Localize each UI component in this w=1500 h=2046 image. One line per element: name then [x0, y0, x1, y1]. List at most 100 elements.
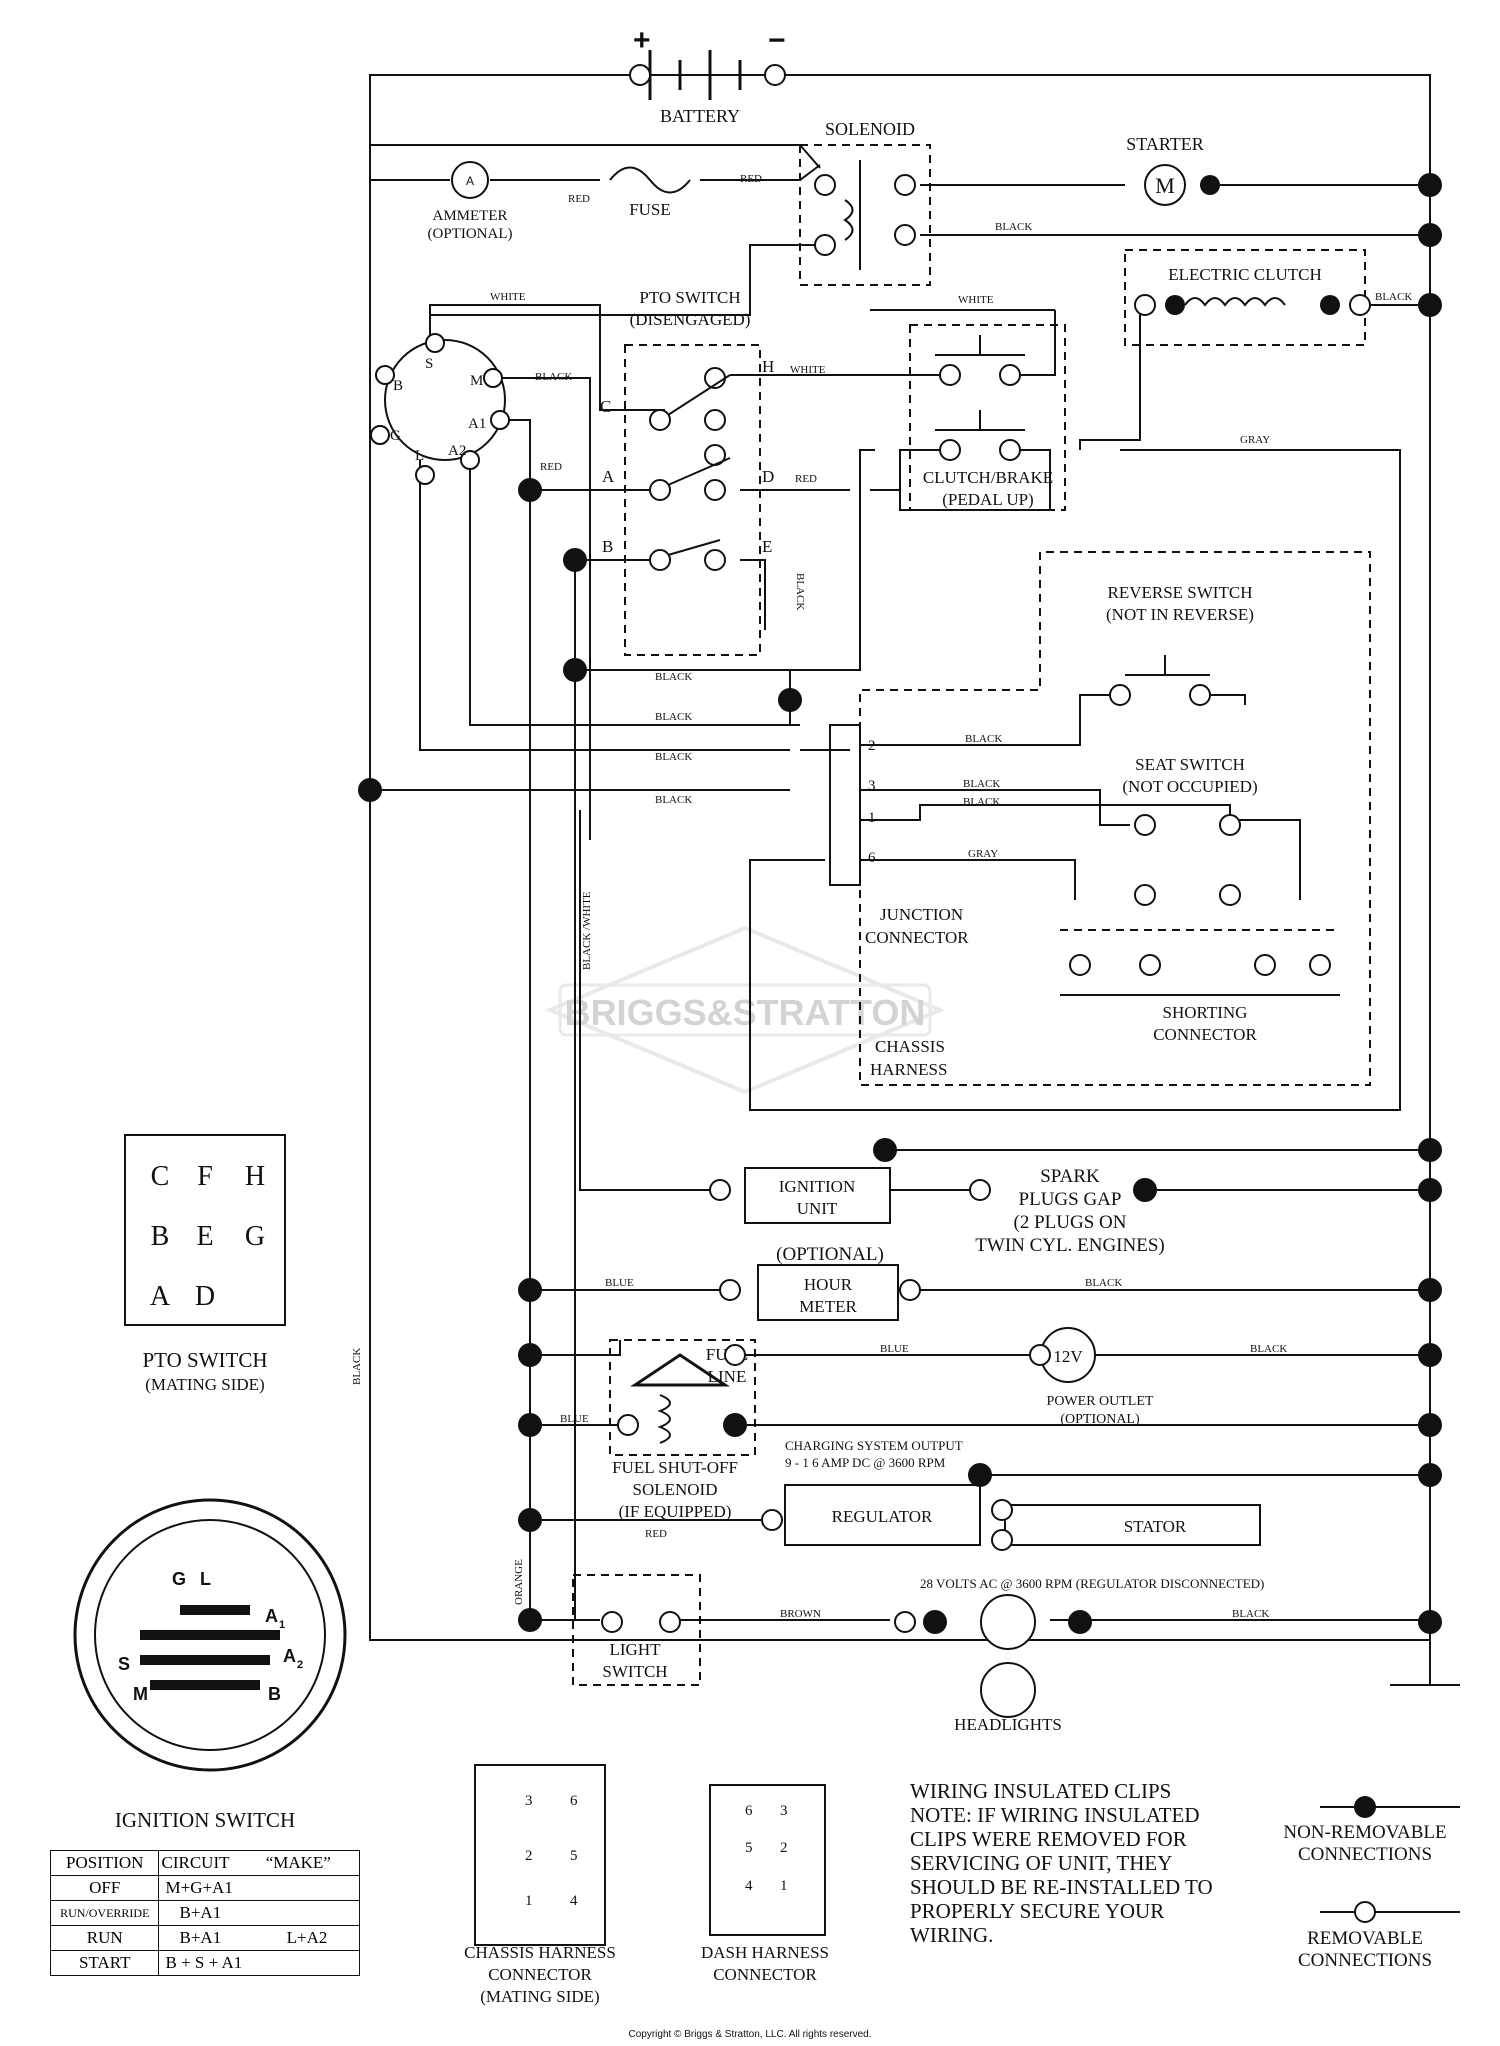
clutch-brake-contacts [935, 335, 1025, 461]
power-outlet-label: POWER OUTLET [1047, 1394, 1154, 1409]
notes-line-5: PROPERLY SECURE YOUR [910, 1899, 1164, 1923]
ac-note: 28 VOLTS AC @ 3600 RPM (REGULATOR DISCON… [920, 1576, 1264, 1591]
fuel-solenoid-box [609, 1339, 756, 1456]
chassis-connector-line1: CHASSIS HARNESS [464, 1943, 616, 1962]
legend-nonremovable-2: CONNECTIONS [1298, 1844, 1432, 1865]
watermark-text: BRIGGS&STRATTON [565, 992, 926, 1033]
battery-label: BATTERY [660, 106, 740, 126]
wl-red2: RED [740, 173, 762, 185]
dash-connector-line2: CONNECTOR [713, 1965, 817, 1984]
wl-black-j2: BLACK [965, 733, 1002, 745]
reverse-switch-contacts [1109, 655, 1211, 706]
starter-motor [1144, 164, 1186, 206]
pto-terminal-h: H [762, 357, 774, 376]
spark-line2: PLUGS GAP [1019, 1189, 1122, 1210]
notes-line-1: NOTE: IF WIRING INSULATED [910, 1803, 1200, 1827]
row-override-circuit: B+A1 [158, 1900, 360, 1926]
spark-line3: (2 PLUGS ON [1014, 1212, 1127, 1233]
pto-terminal-c: C [600, 397, 611, 416]
ign-face-a1-sub: 1 [279, 1619, 285, 1631]
row-start-circuit: B + S + A1 [158, 1950, 360, 1976]
chassis-harness-boundary [859, 551, 1371, 1086]
fuel-line-arrow-icon [630, 1353, 730, 1387]
ign-face-s: S [118, 1654, 130, 1674]
wl-red-a: RED [540, 461, 562, 473]
row-start-position: START [49, 1950, 160, 1976]
stator-box [1004, 1504, 1261, 1546]
dash-pin-6: 6 [745, 1803, 753, 1819]
junction-pin-3: 3 [868, 778, 876, 794]
ign-face-a2-sub: 2 [297, 1659, 303, 1671]
ign-terminal-l: L [415, 448, 424, 464]
chassis-pin-5: 5 [570, 1848, 578, 1864]
junction-connector-line1: JUNCTION [880, 905, 963, 924]
ign-face-g: G [172, 1569, 186, 1589]
shorting-connector [1060, 929, 1340, 996]
row-off-position: OFF [49, 1875, 160, 1901]
junction-pin-6: 6 [868, 850, 876, 866]
light-switch-box [572, 1574, 701, 1686]
shorting-connector-line1: SHORTING [1163, 1003, 1248, 1022]
ign-face-b: B [268, 1684, 281, 1704]
ignition-unit-line2: UNIT [797, 1199, 838, 1218]
dash-connector-body [709, 1784, 826, 1936]
ignition-face-letters: G L A 1 A 2 S M B [118, 1569, 303, 1704]
electric-clutch-label: ELECTRIC CLUTCH [1168, 265, 1321, 284]
solenoid-coil [814, 160, 916, 270]
wl-black-r1: BLACK [655, 671, 692, 683]
ign-terminal-m: M [470, 373, 483, 389]
hour-meter-box [757, 1264, 899, 1321]
wl-black-clutch: BLACK [1375, 291, 1412, 303]
dash-pin-1: 1 [780, 1878, 788, 1894]
pto-switch-sub: (DISENGAGED) [630, 310, 751, 329]
fuse-label: FUSE [629, 200, 671, 219]
fuel-solenoid-coil [657, 1394, 671, 1444]
wl-white-top: WHITE [490, 291, 526, 303]
ign-terminal-b: B [393, 378, 403, 394]
hour-meter-line2: METER [799, 1297, 857, 1316]
hour-meter-line1: HOUR [804, 1275, 853, 1294]
spark-line1: SPARK [1040, 1166, 1100, 1187]
dash-pin-3: 3 [780, 1803, 788, 1819]
pto-terminal-b: B [602, 537, 613, 556]
power-outlet-sub: (OPTIONAL) [1060, 1412, 1140, 1427]
wl-black-white: BLACK /WHITE [581, 891, 593, 970]
chassis-pin-2: 2 [525, 1848, 533, 1864]
battery-plus: + [633, 24, 651, 57]
row-override-position: RUN/OVERRIDE [49, 1900, 160, 1926]
headlight-2 [980, 1662, 1036, 1718]
electric-clutch-coil [1184, 297, 1286, 307]
wire-labels: RED RED BLACK WHITE WHITE WHITE BLACK BL… [351, 173, 1412, 1620]
chassis-connector-body [474, 1764, 606, 1946]
chassis-pin-1: 1 [525, 1893, 533, 1909]
fuel-solenoid-line3: (IF EQUIPPED) [619, 1502, 732, 1521]
chassis-connector-pins: 3 6 2 5 1 4 [525, 1793, 578, 1909]
pto-switch-box [624, 344, 761, 656]
ign-face-a2: A [283, 1646, 296, 1666]
reverse-switch-sub: (NOT IN REVERSE) [1106, 605, 1254, 624]
junction-pin-2: 2 [868, 738, 876, 754]
pto-terminal-e: E [762, 537, 772, 556]
wl-black-r3: BLACK [655, 751, 692, 763]
power-outlet-glyph: 12V [1053, 1347, 1083, 1366]
regulator-box [784, 1484, 981, 1546]
junction-pin-1: 1 [868, 810, 876, 826]
fuel-solenoid-line2: SOLENOID [633, 1480, 718, 1499]
table-header-position: POSITION [49, 1850, 160, 1876]
pto-mating-box [124, 1134, 286, 1326]
starter-glyph: M [1155, 173, 1175, 198]
charging-line1: CHARGING SYSTEM OUTPUT [785, 1438, 963, 1453]
ammeter [451, 161, 489, 199]
light-switch-line2: SWITCH [602, 1662, 667, 1681]
chassis-connector-line2: CONNECTOR [488, 1965, 592, 1984]
wl-black-left: BLACK [351, 1348, 363, 1385]
pto-mating-a: A [150, 1281, 171, 1312]
regulator-label: REGULATOR [832, 1507, 933, 1526]
ign-terminal-a2: A2 [448, 443, 466, 459]
chassis-pin-4: 4 [570, 1893, 578, 1909]
battery-minus: − [768, 24, 786, 57]
pto-contacts [649, 367, 731, 571]
fuel-line-label2: LINE [708, 1367, 747, 1386]
